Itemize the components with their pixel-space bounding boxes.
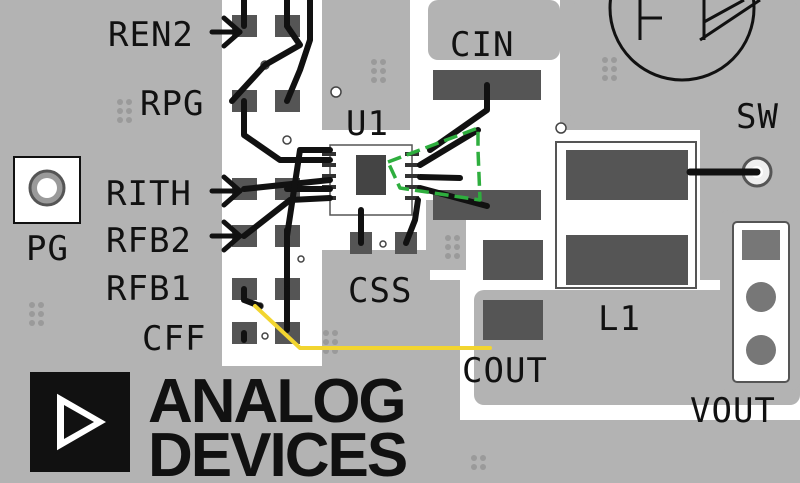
label-rpg: RPG bbox=[140, 84, 204, 124]
label-cff: CFF bbox=[142, 319, 206, 359]
label-vout: VOUT bbox=[690, 391, 776, 431]
label-css: CSS bbox=[348, 271, 412, 311]
input-arrows bbox=[209, 15, 243, 253]
label-l1: L1 bbox=[598, 299, 641, 339]
logo-line1: ANALOG bbox=[148, 367, 405, 436]
via-clusters bbox=[29, 57, 617, 470]
label-u1: U1 bbox=[346, 104, 389, 144]
vout-connector[interactable] bbox=[732, 221, 790, 383]
hot-loop-outline bbox=[386, 126, 482, 202]
label-sw: SW bbox=[736, 97, 779, 137]
label-cout: COUT bbox=[462, 351, 548, 391]
label-rfb1: RFB1 bbox=[106, 269, 192, 309]
cout-capacitor[interactable] bbox=[483, 240, 543, 340]
label-cin: CIN bbox=[450, 25, 514, 65]
label-pg: PG bbox=[26, 229, 69, 269]
silkscreen-labels: REN2 RPG RITH RFB2 RFB1 CFF CIN U1 CSS S… bbox=[26, 15, 779, 431]
company-logo: ANALOG DEVICES bbox=[30, 367, 408, 483]
pg-test-point[interactable] bbox=[13, 156, 81, 224]
label-rfb2: RFB2 bbox=[106, 221, 192, 261]
mark-circle-icon bbox=[608, 0, 761, 82]
ic-u1[interactable] bbox=[322, 144, 419, 216]
inductor-l1[interactable] bbox=[555, 141, 697, 289]
routed-traces bbox=[229, 0, 490, 343]
label-ren2: REN2 bbox=[108, 15, 194, 55]
logo-line2: DEVICES bbox=[148, 421, 406, 478]
label-rith: RITH bbox=[106, 174, 192, 214]
highlighted-trace bbox=[253, 304, 492, 350]
